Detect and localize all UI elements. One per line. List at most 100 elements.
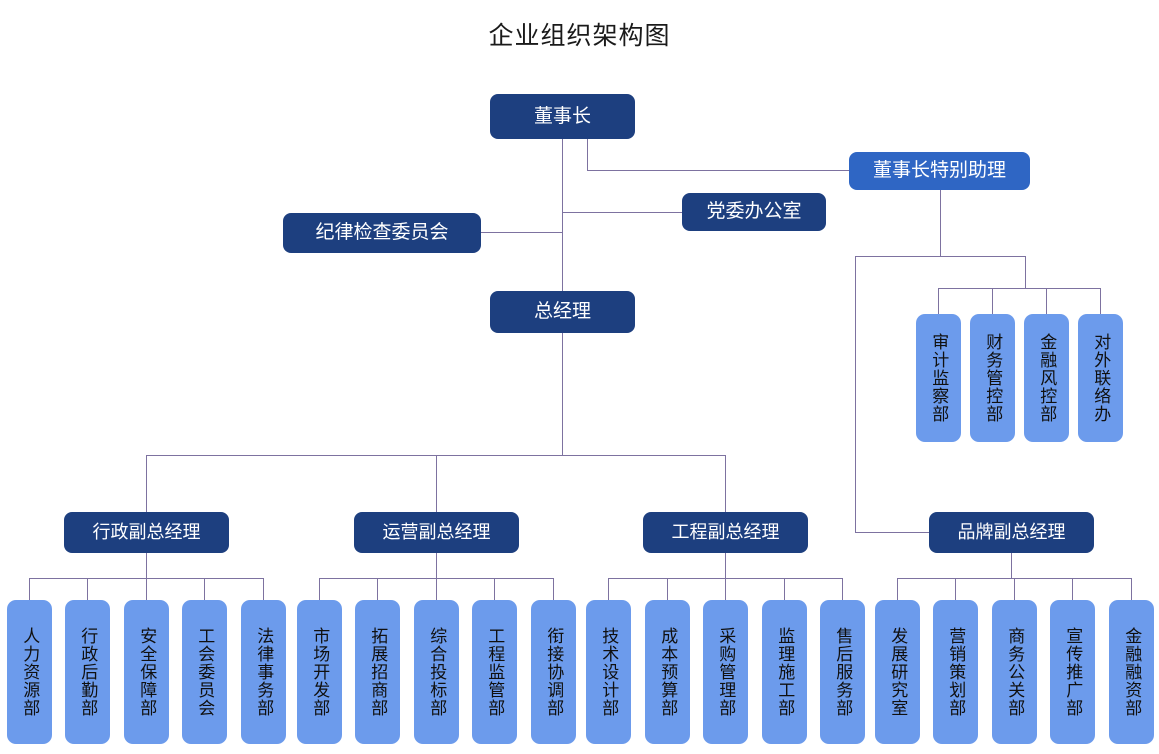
connector-assistant-trunk <box>940 190 941 256</box>
connector-vp4-dept-4 <box>1072 578 1073 600</box>
node-party-office-label: 党委办公室 <box>706 201 802 223</box>
connector-assistant-right-drop <box>1025 256 1026 288</box>
node-vp1-dept-1-label: 人力资源部 <box>20 627 40 717</box>
node-vp1-dept-3-label: 安全保障部 <box>137 627 157 717</box>
node-vp4-dept-3[interactable]: 商务公关部 <box>992 600 1037 744</box>
connector-assistant-dept-4 <box>1100 288 1101 314</box>
connector-vp1-dept-2 <box>87 578 88 600</box>
connector-vp4-dept-1 <box>897 578 898 600</box>
node-vp4-dept-4-label: 宣传推广部 <box>1063 627 1083 717</box>
node-vp3-dept-4[interactable]: 监理施工部 <box>762 600 807 744</box>
connector-vp2-dept-5 <box>553 578 554 600</box>
node-vp1-dept-5-label: 法律事务部 <box>254 627 274 717</box>
node-assistant-dept-3-label: 金融风控部 <box>1037 333 1057 423</box>
node-assistant-dept-1[interactable]: 审计监察部 <box>916 314 961 442</box>
connector-vp-drop-2 <box>436 455 437 512</box>
node-vp2-dept-5-label: 衔接协调部 <box>544 627 564 717</box>
node-vp3-dept-3[interactable]: 采购管理部 <box>703 600 748 744</box>
node-vp-3-label: 工程副总经理 <box>671 522 780 543</box>
node-vp3-dept-5-label: 售后服务部 <box>833 627 853 717</box>
node-vp-3[interactable]: 工程副总经理 <box>643 512 808 553</box>
node-general-manager[interactable]: 总经理 <box>490 291 635 333</box>
node-vp4-dept-3-label: 商务公关部 <box>1005 627 1025 717</box>
connector-chairman-trunk <box>562 139 563 291</box>
node-chairman-label: 董事长 <box>533 105 591 127</box>
node-vp4-dept-1[interactable]: 发展研究室 <box>875 600 920 744</box>
connector-vp2-stem <box>436 553 437 578</box>
node-assistant-dept-4-label: 对外联络办 <box>1091 333 1111 423</box>
connector-vp1-dept-5 <box>263 578 264 600</box>
connector-vp2-dept-4 <box>494 578 495 600</box>
connector-assistant-dept-2 <box>992 288 993 314</box>
node-discipline-committee[interactable]: 纪律检查委员会 <box>283 213 481 253</box>
node-vp1-dept-4-label: 工会委员会 <box>195 627 215 717</box>
node-assistant-dept-1-label: 审计监察部 <box>929 333 949 423</box>
node-vp2-dept-3[interactable]: 综合投标部 <box>414 600 459 744</box>
node-assistant-dept-2[interactable]: 财务管控部 <box>970 314 1015 442</box>
node-vp3-dept-2[interactable]: 成本预算部 <box>645 600 690 744</box>
connector-assistant-to-brand-vp <box>855 256 856 532</box>
node-vp2-dept-1[interactable]: 市场开发部 <box>297 600 342 744</box>
node-assistant-dept-3[interactable]: 金融风控部 <box>1024 314 1069 442</box>
connector-vp2-dept-2 <box>377 578 378 600</box>
node-vp4-dept-2-label: 营销策划部 <box>946 627 966 717</box>
node-vp2-dept-3-label: 综合投标部 <box>427 627 447 717</box>
connector-vp4-dept-2 <box>955 578 956 600</box>
node-vp2-dept-1-label: 市场开发部 <box>310 627 330 717</box>
node-vp-1-label: 行政副总经理 <box>92 522 201 543</box>
connector-brand-vp-inlet <box>855 532 929 533</box>
node-vp3-dept-4-label: 监理施工部 <box>775 627 795 717</box>
connector-vp3-dept-3 <box>725 578 726 600</box>
connector-vp3-dept-5 <box>842 578 843 600</box>
connector-assistant-split <box>855 256 1026 257</box>
connector-vp4-dept-3 <box>1014 578 1015 600</box>
node-vp1-dept-2-label: 行政后勤部 <box>78 627 98 717</box>
connector-chairman-assistant-horizontal <box>587 170 849 171</box>
node-vp-4-label: 品牌副总经理 <box>957 522 1066 543</box>
node-chairman[interactable]: 董事长 <box>490 94 635 139</box>
connector-vp1-stem <box>146 553 147 578</box>
page-title: 企业组织架构图 <box>488 22 671 50</box>
connector-vp-drop-1 <box>146 455 147 512</box>
connector-vp2-dept-1 <box>319 578 320 600</box>
node-vp1-dept-3[interactable]: 安全保障部 <box>124 600 169 744</box>
node-vp4-dept-2[interactable]: 营销策划部 <box>933 600 978 744</box>
node-vp3-dept-1[interactable]: 技术设计部 <box>586 600 631 744</box>
node-vp4-dept-1-label: 发展研究室 <box>888 627 908 717</box>
node-assistant-dept-2-label: 财务管控部 <box>983 333 1003 423</box>
connector-vp3-stem <box>725 553 726 578</box>
node-general-manager-label: 总经理 <box>533 301 591 323</box>
node-assistant-dept-4[interactable]: 对外联络办 <box>1078 314 1123 442</box>
node-vp-4[interactable]: 品牌副总经理 <box>929 512 1094 553</box>
node-vp2-dept-2-label: 拓展招商部 <box>368 627 388 717</box>
node-vp3-dept-3-label: 采购管理部 <box>716 627 736 717</box>
connector-vp-drop-3 <box>725 455 726 512</box>
connector-assistant-dept-3 <box>1046 288 1047 314</box>
node-party-office[interactable]: 党委办公室 <box>682 193 826 231</box>
connector-assistant-dept-bar <box>938 288 1101 289</box>
node-vp2-dept-4[interactable]: 工程监管部 <box>472 600 517 744</box>
node-vp2-dept-2[interactable]: 拓展招商部 <box>355 600 400 744</box>
node-discipline-committee-label: 纪律检查委员会 <box>315 222 449 244</box>
node-vp2-dept-5[interactable]: 衔接协调部 <box>531 600 576 744</box>
node-vp1-dept-5[interactable]: 法律事务部 <box>241 600 286 744</box>
node-vp1-dept-2[interactable]: 行政后勤部 <box>65 600 110 744</box>
connector-vp1-dept-3 <box>146 578 147 600</box>
node-vp-2[interactable]: 运营副总经理 <box>354 512 519 553</box>
node-vp1-dept-4[interactable]: 工会委员会 <box>182 600 227 744</box>
connector-vp3-dept-2 <box>667 578 668 600</box>
node-vp3-dept-1-label: 技术设计部 <box>599 627 619 717</box>
connector-discipline-committee <box>481 232 562 233</box>
node-vp4-dept-5[interactable]: 金融融资部 <box>1109 600 1154 744</box>
node-chairman-assistant[interactable]: 董事长特别助理 <box>849 152 1030 190</box>
node-vp-1[interactable]: 行政副总经理 <box>64 512 229 553</box>
node-vp3-dept-5[interactable]: 售后服务部 <box>820 600 865 744</box>
node-vp1-dept-1[interactable]: 人力资源部 <box>7 600 52 744</box>
connector-vp3-dept-4 <box>784 578 785 600</box>
connector-vp4-stem <box>1011 553 1012 578</box>
connector-vp3-dept-1 <box>608 578 609 600</box>
connector-gm-trunk <box>562 333 563 455</box>
connector-chairman-assistant-drop <box>587 139 588 170</box>
node-vp4-dept-4[interactable]: 宣传推广部 <box>1050 600 1095 744</box>
